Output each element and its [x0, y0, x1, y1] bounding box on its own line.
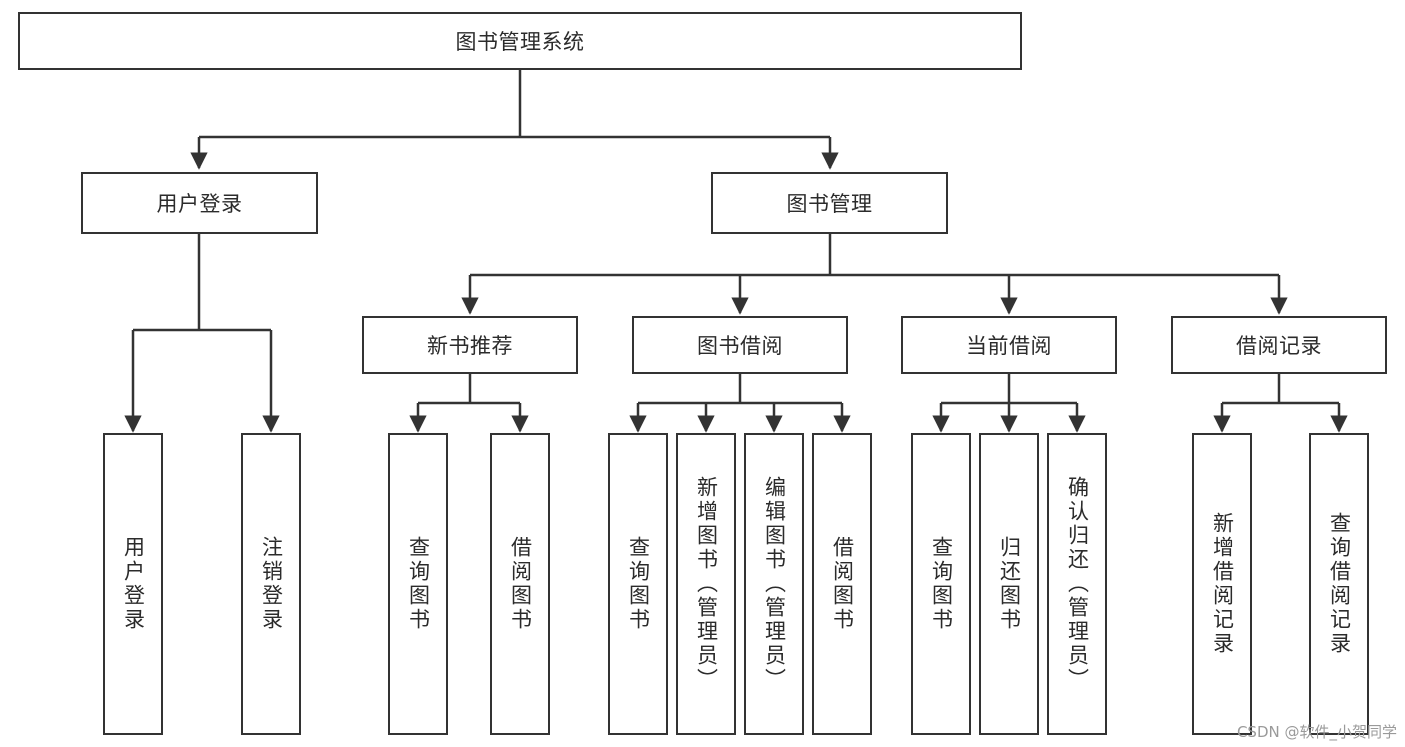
leaf-label: 查询图书 [929, 536, 954, 632]
leaf-label: 查询图书 [626, 536, 651, 632]
leaf-label: 注销登录 [259, 536, 284, 632]
leaf-label: 新增借阅记录 [1210, 512, 1235, 656]
leaf-current-query-book[interactable]: 查询图书 [911, 433, 971, 735]
leaf-label: 归还图书 [997, 536, 1022, 632]
node-current-borrow[interactable]: 当前借阅 [901, 316, 1117, 374]
leaf-current-confirm-return-admin[interactable]: 确认归还（管理员） [1047, 433, 1107, 735]
leaf-label: 新增图书（管理员） [694, 476, 719, 692]
node-borrow-record[interactable]: 借阅记录 [1171, 316, 1387, 374]
leaf-borrow-add-book-admin[interactable]: 新增图书（管理员） [676, 433, 736, 735]
node-book-management[interactable]: 图书管理 [711, 172, 948, 234]
node-book-borrow[interactable]: 图书借阅 [632, 316, 848, 374]
watermark-text: CSDN @软件_小贺同学 [1236, 723, 1397, 741]
leaf-current-return-book[interactable]: 归还图书 [979, 433, 1039, 735]
leaf-label: 用户登录 [121, 536, 146, 632]
leaf-borrow-edit-book-admin[interactable]: 编辑图书（管理员） [744, 433, 804, 735]
leaf-user-login-logout[interactable]: 注销登录 [241, 433, 301, 735]
node-root-system[interactable]: 图书管理系统 [18, 12, 1022, 70]
leaf-user-login-login[interactable]: 用户登录 [103, 433, 163, 735]
node-new-book-recommend[interactable]: 新书推荐 [362, 316, 578, 374]
leaf-borrow-borrow-book[interactable]: 借阅图书 [812, 433, 872, 735]
leaf-record-query-record[interactable]: 查询借阅记录 [1309, 433, 1369, 735]
leaf-new-book-borrow-book[interactable]: 借阅图书 [490, 433, 550, 735]
leaf-label: 借阅图书 [508, 536, 533, 632]
leaf-label: 借阅图书 [830, 536, 855, 632]
leaf-label: 编辑图书（管理员） [762, 476, 787, 692]
leaf-borrow-query-book[interactable]: 查询图书 [608, 433, 668, 735]
node-user-login[interactable]: 用户登录 [81, 172, 318, 234]
leaf-label: 查询借阅记录 [1327, 512, 1352, 656]
leaf-record-add-record[interactable]: 新增借阅记录 [1192, 433, 1252, 735]
leaf-new-book-query-book[interactable]: 查询图书 [388, 433, 448, 735]
leaf-label: 确认归还（管理员） [1065, 476, 1090, 692]
leaf-label: 查询图书 [406, 536, 431, 632]
